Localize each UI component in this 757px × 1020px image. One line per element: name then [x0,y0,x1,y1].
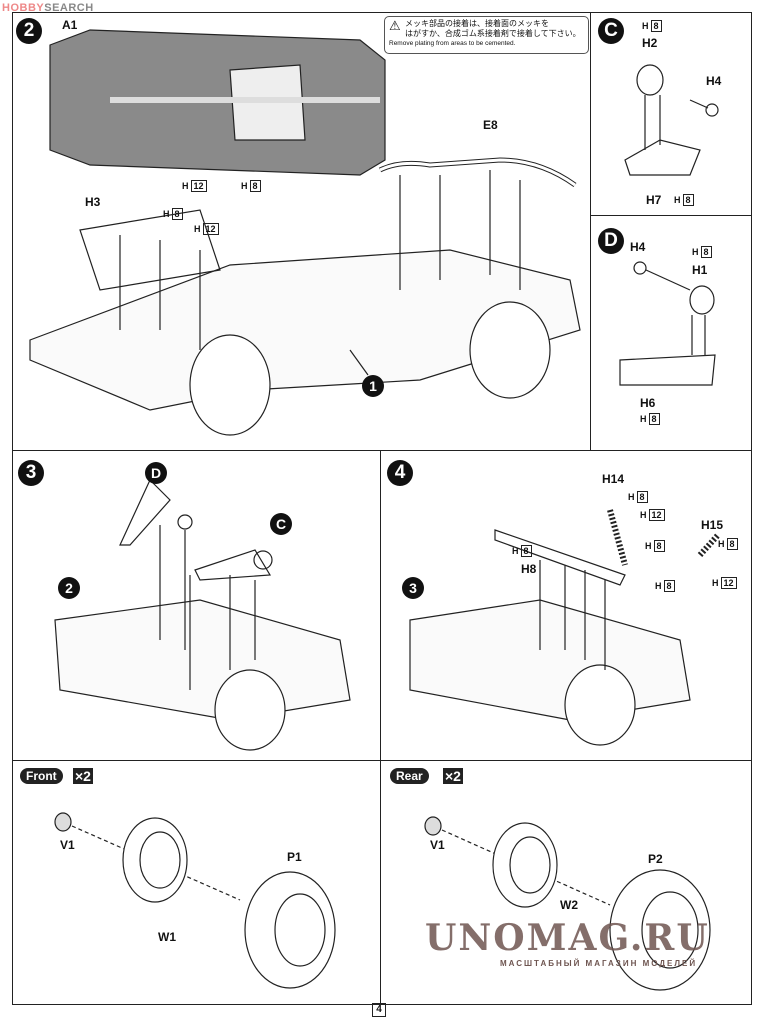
floor-pan [409,599,691,721]
rear-wheel-panel [380,760,752,1005]
label-h4: H4 [706,74,722,88]
assembly-lines [691,315,706,355]
wheel-arch [564,664,636,746]
front-quantity: ×2 [73,768,93,784]
step-c-badge: C [598,18,624,44]
label-h3: H3 [85,195,101,209]
label-h6: H6 [640,396,656,410]
label-h15: H15 [701,518,724,532]
plating-warning: ⚠ メッキ部品の接着は、接着面のメッキを はがすか、合成ゴム系接着剤で接着して下… [384,16,589,54]
part-e8-highlight [379,158,576,187]
hobbysearch-watermark: HOBBYSEARCH [2,2,94,14]
assembly-lines [159,525,256,690]
warning-text-en: Remove plating from areas to be cemented… [389,40,516,47]
floor-pan [54,599,351,721]
step-d-badge: D [598,228,624,254]
sub-step-c-badge: C [270,513,292,535]
sub-step-d-badge: D [145,462,167,484]
leader-line [689,99,709,109]
part-h2 [636,64,664,96]
part-p2 [609,869,711,991]
label-h2: H2 [642,36,658,50]
warning-text-jp-1: メッキ部品の接着は、接着面のメッキを [405,19,549,28]
assembly-lines [119,170,521,350]
label-h1: H1 [692,263,708,277]
wheel-arch [214,669,286,751]
hub [177,514,193,530]
assembly-lines [539,560,606,670]
part-h4 [705,103,719,117]
part-w2 [492,822,558,908]
front-wheel-arch [189,334,271,436]
spring-h14 [607,509,628,566]
warning-text-jp-2: はがすか、合成ゴム系接着剤で接着して下さい。 [405,29,581,38]
part-v1 [54,812,72,832]
sub-assembly-d [119,478,171,546]
label-h8: H8 [521,562,537,576]
sub-assembly-c [194,549,272,581]
tire-inner [641,891,699,969]
sub-step-2-badge: 2 [58,577,80,599]
spring-h15 [697,532,721,558]
leader-line [645,269,691,291]
label-w2: W2 [560,898,578,912]
part-h7 [624,139,701,176]
hub [253,550,273,570]
part-w1 [122,817,188,903]
label-h7: H7 [646,193,662,207]
front-tag: Front [20,768,63,784]
label-v1: V1 [60,838,75,852]
part-h6 [619,354,716,386]
leader-line [349,349,369,376]
wheel-inner [139,831,181,889]
part-p1 [244,871,336,989]
label-a1: A1 [62,18,78,32]
assembly-lines [644,95,661,150]
sub-step-3-badge: 3 [402,577,424,599]
unomag-watermark-subtitle: МАСШТАБНЫЙ МАГАЗИН МОДЕЛЕЙ [500,959,698,968]
label-p1: P1 [287,850,302,864]
label-p2: P2 [648,852,663,866]
step-2-badge: 2 [16,18,42,44]
part-h1 [689,285,715,315]
rear-wheel-arch [469,301,551,399]
label-h4: H4 [630,240,646,254]
part-h4 [633,261,647,275]
rear-tag: Rear [390,768,429,784]
label-w1: W1 [158,930,176,944]
part-h3 [79,209,221,291]
page-number: 4 [372,1003,386,1017]
part-v1 [424,816,442,836]
part-h8 [494,529,626,586]
wheel-inner [509,836,551,894]
label-v1: V1 [430,838,445,852]
sub-step-1-badge: 1 [362,375,384,397]
tire-inner [274,893,326,967]
unomag-watermark: UNOMAG.RU [425,917,710,959]
warning-icon: ⚠ [389,18,401,33]
step-3-badge: 3 [18,460,44,486]
step-4-badge: 4 [387,460,413,486]
label-e8: E8 [483,118,498,132]
rear-quantity: ×2 [443,768,463,784]
label-h14: H14 [602,472,625,486]
